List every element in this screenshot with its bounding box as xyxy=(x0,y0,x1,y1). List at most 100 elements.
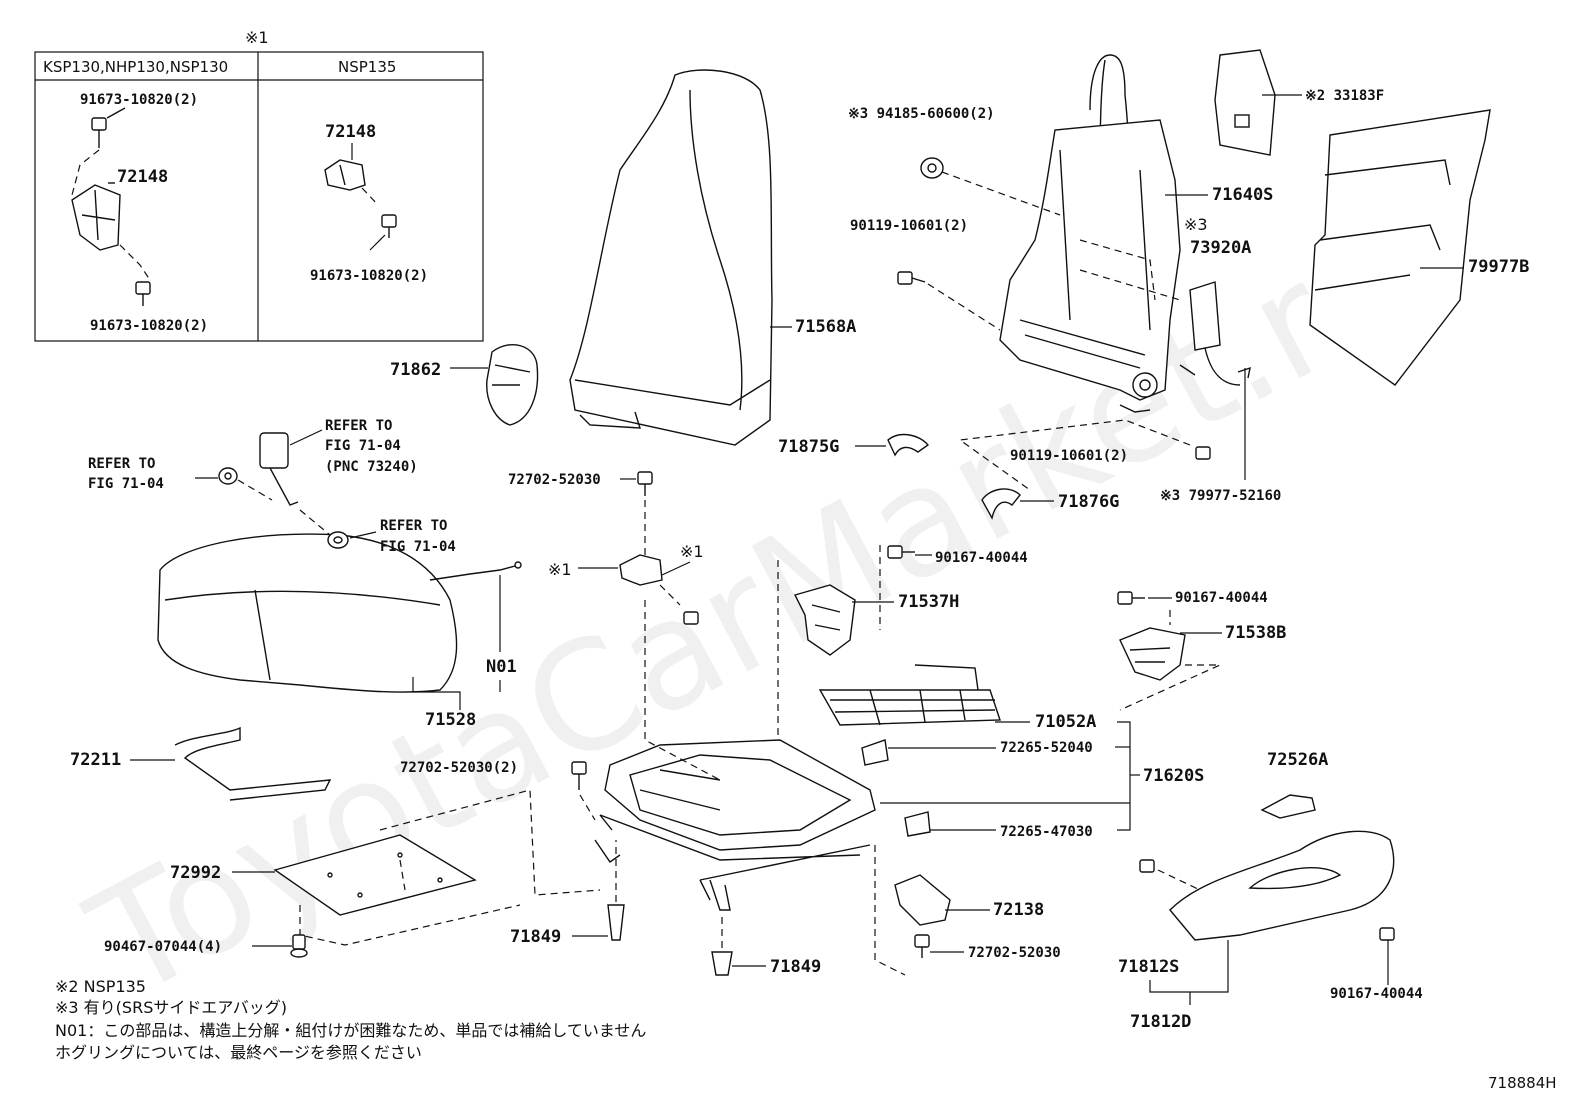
label-72526A: 72526A xyxy=(1267,750,1328,770)
label-71849-b: 71849 xyxy=(770,957,821,977)
figure-code: 718884H xyxy=(1488,1074,1557,1092)
label-71620S: 71620S xyxy=(1143,766,1204,786)
bolt-icon xyxy=(637,471,653,496)
side-shield-71812S xyxy=(1169,830,1395,941)
label-N01: N01 xyxy=(486,657,517,677)
refer2-line2: FIG 71-04 xyxy=(88,476,164,492)
cover-71876G xyxy=(981,488,1021,520)
label-71812D: 71812D xyxy=(1130,1012,1191,1032)
seat-adjuster-71620S xyxy=(594,739,876,911)
inset-note-mark: ※1 xyxy=(245,28,269,47)
label-71876G: 71876G xyxy=(1058,492,1119,512)
wire-n01 xyxy=(429,561,522,581)
clip-icon xyxy=(904,811,931,837)
label-71052A: 71052A xyxy=(1035,712,1096,732)
screw-icon xyxy=(1379,927,1395,941)
refer1-line2: FIG 71-04 xyxy=(325,438,401,454)
label-72265-52040: 72265-52040 xyxy=(1000,740,1093,756)
screw-icon xyxy=(887,545,915,559)
knob-72526A xyxy=(1260,794,1316,819)
bracket-72148-icon xyxy=(324,159,366,191)
bolt-icon xyxy=(91,117,107,148)
label-72211: 72211 xyxy=(70,750,121,770)
footnote-1: ※2 NSP135 xyxy=(55,977,146,996)
pin-icon xyxy=(711,951,733,976)
pin-icon xyxy=(607,904,625,941)
bolt-icon xyxy=(381,214,397,238)
bolt-icon xyxy=(897,271,926,285)
seatback-cover-71568A xyxy=(569,69,773,446)
refer1-line1: REFER TO xyxy=(325,418,392,434)
inset-label-91673-top: 91673-10820(2) xyxy=(80,92,198,108)
variant-inset-table: ※1 KSP130,NHP130,NSP130 NSP135 91673-108… xyxy=(34,28,484,342)
label-72992: 72992 xyxy=(170,863,221,883)
inset-label-72148-left: 72148 xyxy=(117,167,168,187)
back-board-79977B xyxy=(1309,109,1491,386)
seat-cushion-71528 xyxy=(157,533,458,693)
pad-33183F xyxy=(1214,49,1276,156)
footnote-4: ホグリングについては、最終ページを参照ください xyxy=(55,1043,422,1062)
bolt-icon xyxy=(1195,446,1211,460)
label-72265-47030: 72265-47030 xyxy=(1000,824,1093,840)
inset-label-91673-bottom: 91673-10820(2) xyxy=(90,318,208,334)
inset-label-91673-right: 91673-10820(2) xyxy=(310,268,428,284)
bracket-72148-icon xyxy=(71,184,121,251)
label-90167-40044-a: 90167-40044 xyxy=(935,550,1028,566)
label-33183F: ※2 33183F xyxy=(1305,88,1384,104)
airbag-73920A xyxy=(1179,281,1241,386)
label-72138: 72138 xyxy=(993,900,1044,920)
label-71812S: 71812S xyxy=(1118,957,1179,977)
label-90119-top: 90119-10601(2) xyxy=(850,218,968,234)
seatback-frame-71640S xyxy=(999,54,1181,413)
bracket-icon xyxy=(619,554,663,586)
hinge-cover-71862 xyxy=(486,344,539,426)
inset-col2-header: NSP135 xyxy=(338,58,396,76)
bolt-icon xyxy=(683,611,699,625)
label-71640S: 71640S xyxy=(1212,185,1273,205)
refer2-line1: REFER TO xyxy=(88,456,155,472)
spring-mat-71052A xyxy=(818,664,1001,726)
wire-72211 xyxy=(174,726,332,801)
label-71538B: 71538B xyxy=(1225,623,1286,643)
label-90119-lower: 90119-10601(2) xyxy=(1010,448,1128,464)
shield-71537H xyxy=(793,584,856,656)
footnotes: ※2 NSP135 ※3 有り(SRSサイドエアバッグ) N01：この部品は、構… xyxy=(55,977,646,1062)
footnote-3: N01：この部品は、構造上分解・組付けが困難なため、単品では補給していません xyxy=(55,1021,646,1040)
washer-icon xyxy=(218,467,238,485)
label-90467-07044: 90467-07044(4) xyxy=(104,939,222,955)
refer3-line2: FIG 71-04 xyxy=(380,539,456,555)
inset-label-72148-right: 72148 xyxy=(325,122,376,142)
screw-icon xyxy=(1117,591,1145,605)
shield-71538B xyxy=(1119,627,1186,681)
note-mark-1b: ※1 xyxy=(680,542,704,561)
clip-icon xyxy=(861,739,889,766)
refer3-line1: REFER TO xyxy=(380,518,447,534)
hog-ring-icon xyxy=(290,934,308,958)
buckle-icon xyxy=(259,432,299,506)
cover-71875G xyxy=(887,433,930,457)
label-72702-52030-b: 72702-52030(2) xyxy=(400,760,518,776)
label-90167-40044-b: 90167-40044 xyxy=(1175,590,1268,606)
under-board-72992 xyxy=(273,834,477,916)
label-71568A: 71568A xyxy=(795,317,856,337)
label-79977-52160: ※3 79977-52160 xyxy=(1160,488,1281,504)
bolt-icon xyxy=(135,281,151,306)
label-71862: 71862 xyxy=(390,360,441,380)
nut-icon xyxy=(920,157,944,179)
refer1-line3: (PNC 73240) xyxy=(325,459,418,475)
inset-col1-header: KSP130,NHP130,NSP130 xyxy=(43,58,228,76)
label-72702-52030-c: 72702-52030 xyxy=(968,945,1061,961)
label-71528: 71528 xyxy=(425,710,476,730)
label-72702-52030-a: 72702-52030 xyxy=(508,472,601,488)
screw-icon xyxy=(1139,859,1155,873)
label-79977B: 79977B xyxy=(1468,257,1529,277)
bolt-icon xyxy=(914,934,930,958)
footnote-2: ※3 有り(SRSサイドエアバッグ) xyxy=(55,998,287,1017)
label-71849-a: 71849 xyxy=(510,927,561,947)
inset-frame xyxy=(34,51,484,342)
label-90167-40044-c: 90167-40044 xyxy=(1330,986,1423,1002)
washer-icon xyxy=(327,531,349,549)
label-71875G: 71875G xyxy=(778,437,839,457)
bolt-icon xyxy=(571,761,587,790)
